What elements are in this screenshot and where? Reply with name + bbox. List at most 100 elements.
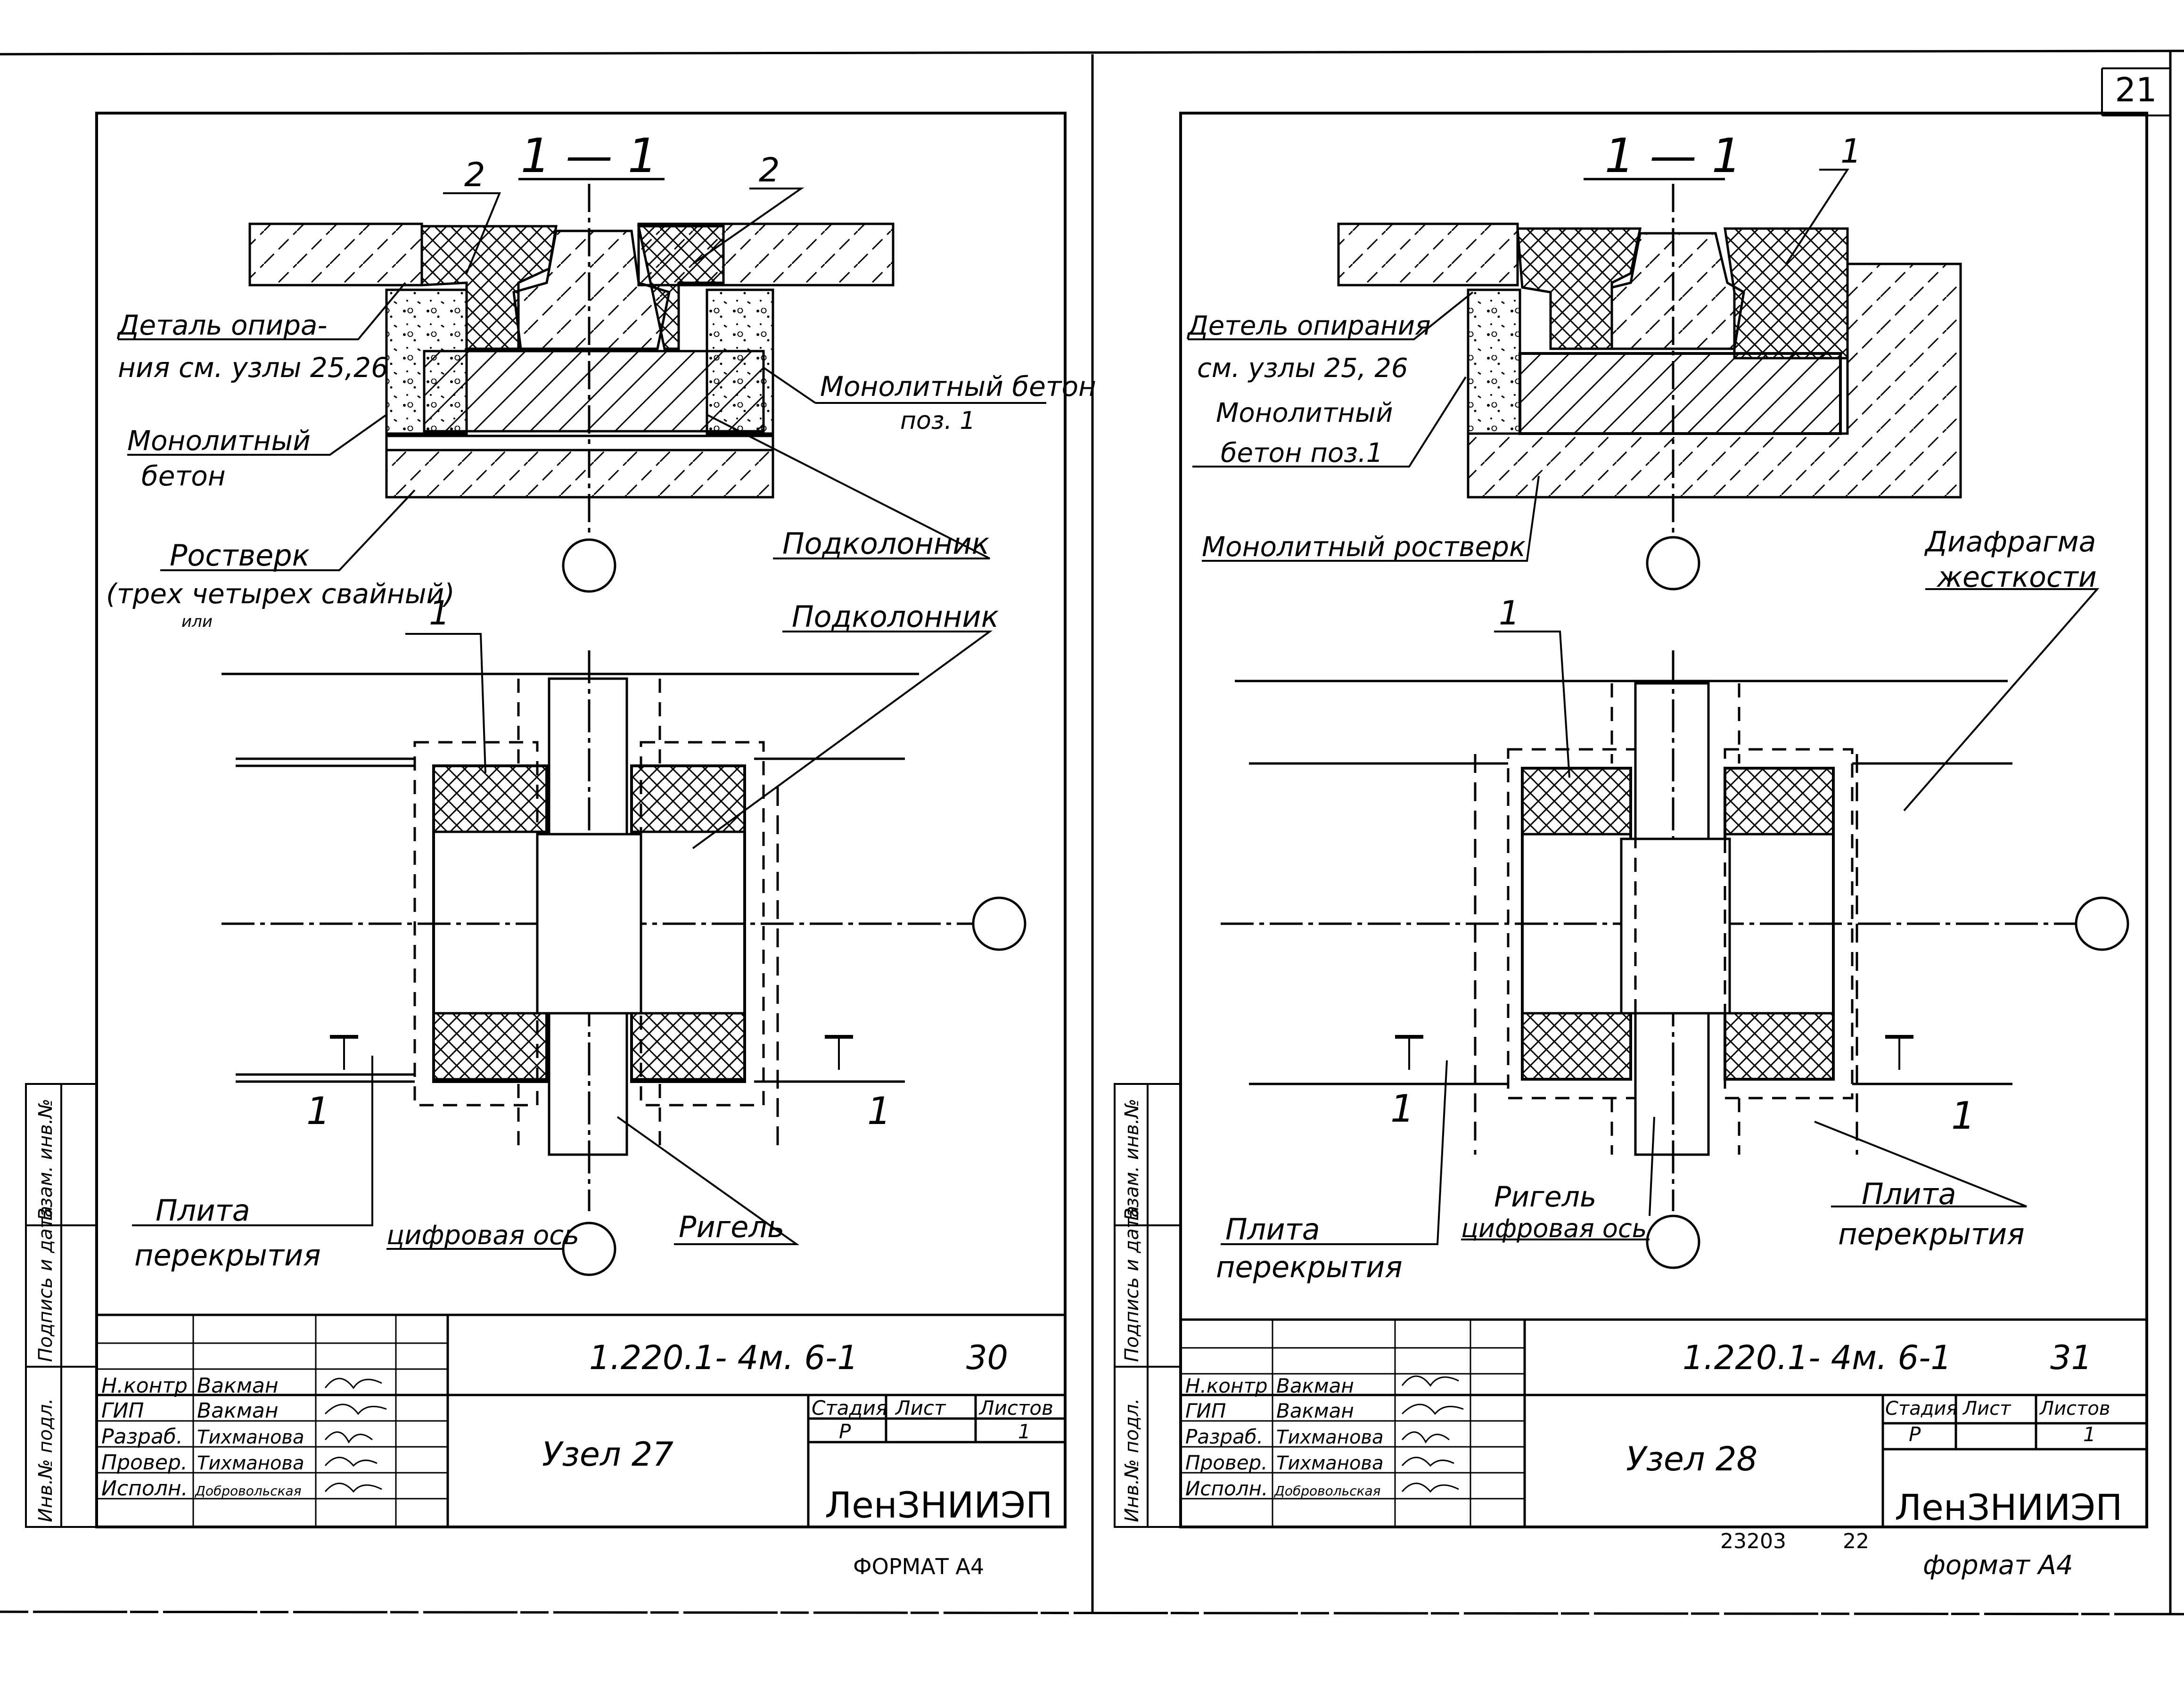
left-stamp-name-4: Добровольская [194,1483,302,1499]
left-format: ФОРМАТ А4 [853,1554,984,1579]
right-stamp-role-2: Разраб. [1185,1425,1263,1448]
left-plita-label-2: перекрытия [134,1238,321,1272]
right-stamp-role-3: Провер. [1185,1451,1268,1474]
left-frame [95,112,1067,1528]
right-axis-label: цифровая ось [1461,1214,1647,1243]
left-stamp-stage: Р [839,1420,851,1443]
right-strip-podpis: Подпись и дата [1121,1206,1143,1362]
left-stamp-sheet-no: 30 [966,1338,1008,1377]
left-detail-label-2: ния см. узлы 25,26 [118,352,388,384]
right-stamp-code: 1.220.1- 4м. 6-1 [1683,1338,1952,1377]
left-sheet: Взам. инв.№ Подпись и дата Инв.№ подл. 1… [25,112,1096,1579]
left-stamp [97,1313,1065,1527]
left-stamp-code: 1.220.1- 4м. 6-1 [589,1338,858,1377]
left-stamp-lists-h: Листов [978,1396,1053,1419]
right-stamp-name-0: Вакман [1276,1374,1354,1397]
right-stamp-name-4: Добровольская [1273,1483,1381,1499]
left-ili-label: или [181,612,213,631]
left-stamp-name-2: Тихманова [197,1427,304,1448]
left-section-title: 1 — 1 [521,128,658,183]
right-strip-inv: Инв.№ подл. [1121,1398,1143,1522]
left-plita-label-1: Плита [156,1193,250,1228]
left-detail-label-1: Деталь опира- [116,309,327,341]
right-section-drawing [1337,184,1962,591]
right-stamp-name-2: Тихманова [1276,1427,1384,1448]
left-signatures [324,1378,387,1493]
right-section-title: 1 — 1 [1605,128,1742,183]
left-callout-1: 1 [429,594,450,632]
right-stamp-lists-h: Листов [2039,1398,2110,1419]
right-stamp-name-1: Вакман [1276,1399,1354,1422]
left-mono-label-2: бетон [141,460,226,492]
right-callout-1b: 1 [1499,594,1520,632]
right-format: формат А4 [1923,1550,2073,1581]
left-stamp-name-3: Тихманова [197,1452,304,1474]
left-stamp-name-1: Вакман [197,1399,279,1423]
left-podkolonnik-label-1: Подколонник [782,526,990,561]
right-plita-right-1: Плита [1862,1177,1956,1211]
right-cut-1b: 1 [1951,1094,1975,1138]
right-stamp-stage-h: Стадия [1885,1398,1957,1419]
left-rigel-label: Ригель [679,1210,785,1244]
left-rostverk-label: Ростверк [170,538,310,573]
right-plita-left-1: Плита [1225,1212,1320,1247]
left-strip-podpis: Подпись и дата [35,1206,57,1362]
left-cut-1a: 1 [306,1089,330,1133]
left-axis-label: цифровая ось [386,1220,579,1251]
right-strip-vzam: Взам. инв.№ [1121,1099,1143,1221]
left-mono-pos-label-1: Монолитный бетон [820,370,1096,402]
left-podkolonnik-label-2: Подколонник [792,599,999,634]
left-stamp-name-0: Вакман [197,1374,279,1398]
left-stamp-role-4: Исполн. [101,1477,188,1501]
left-stamp-role-0: Н.контр [101,1374,188,1398]
right-stamp-lists: 1 [2083,1423,2096,1446]
left-mono-pos-label-2: поз. 1 [900,407,976,435]
right-leaders [1188,169,2100,1245]
left-strip-inv: Инв.№ подл. [35,1398,57,1522]
right-stamp-sheet-no: 31 [2050,1338,2092,1377]
left-rostverk-label-2: (трех четырех свайный) [106,578,455,610]
right-stamp-name-3: Тихманова [1276,1452,1384,1474]
right-side-strip [1114,1083,1182,1528]
right-stamp-title: Узел 28 [1626,1440,1757,1478]
left-stamp-role-3: Провер. [101,1451,188,1475]
right-mono-label-1: Монолитный [1216,398,1393,428]
right-order-no: 23203 [1720,1529,1786,1553]
right-plita-left-2: перекрытия [1216,1250,1403,1284]
right-mono-label-2: бетон поз.1 [1221,438,1383,468]
left-cut-1b: 1 [867,1089,891,1133]
right-callout-1a: 1 [1840,132,1862,171]
right-stamp-role-4: Исполн. [1185,1477,1268,1500]
right-stamp [1181,1318,2147,1527]
right-diafragma-label-1: Диафрагма [1924,525,2096,558]
left-strip-vzam: Взам. инв.№ [35,1099,57,1221]
left-leaders [118,188,1046,1250]
left-side-strip [25,1083,98,1528]
right-stamp-list-h: Лист [1962,1398,2012,1419]
right-stamp-role-0: Н.контр [1185,1374,1268,1397]
right-detail-label-2: см. узлы 25, 26 [1197,353,1408,384]
right-stamp-text: Н.контр ГИП Разраб. Провер. Исполн. Вакм… [1185,1338,2122,1528]
right-detail-label-1: Детель опирания [1186,311,1431,341]
right-rigel-label: Ригель [1494,1181,1596,1214]
right-rostverk-label: Монолитный ростверк [1202,531,1526,563]
left-stamp-text: Н.контр ГИП Разраб. Провер. Исполн. Вакм… [101,1338,1053,1526]
right-cut-1a: 1 [1390,1087,1414,1131]
left-stamp-role-1: ГИП [101,1399,144,1423]
right-sheet: Взам. инв.№ Подпись и дата Инв.№ подл. 1… [1114,112,2148,1581]
right-plita-right-2: перекрытия [1838,1217,2025,1251]
left-callout-2b: 2 [759,151,780,189]
left-stamp-lists: 1 [1018,1420,1031,1443]
left-stamp-stage-h: Стадия [812,1396,887,1419]
right-labels: 1 1 1 1 Детель опирания см. узлы 25, 26 … [1186,132,2097,1284]
right-frame [1179,112,2148,1528]
right-signatures [1401,1375,1464,1493]
right-order-no-2: 22 [1843,1529,1869,1553]
left-labels: 2 2 1 1 1 Деталь опира- ния см. узлы 25,… [106,151,1096,1272]
right-stamp-org: ЛенЗНИИЭП [1895,1486,2122,1528]
left-plan-drawing [222,650,1026,1276]
left-stamp-role-2: Разраб. [101,1425,183,1449]
page-number: 21 [2115,71,2157,109]
left-stamp-title: Узел 27 [542,1435,673,1474]
